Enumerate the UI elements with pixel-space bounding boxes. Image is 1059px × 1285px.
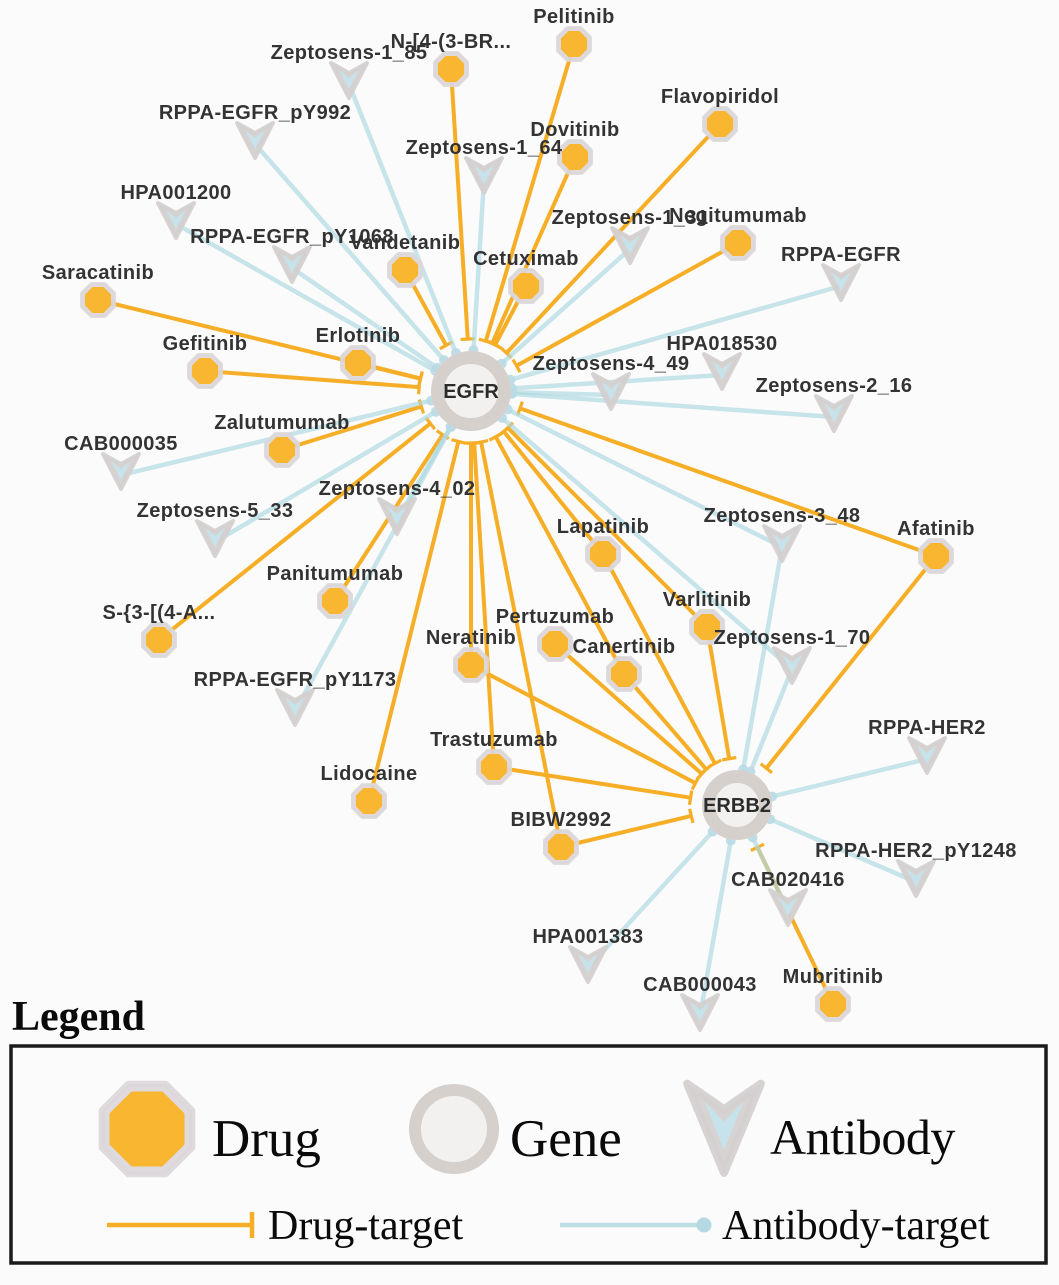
svg-text:Gefitinib: Gefitinib [163, 333, 248, 355]
svg-text:Erlotinib: Erlotinib [316, 325, 401, 347]
svg-text:Pelitinib: Pelitinib [533, 6, 614, 28]
svg-text:ERBB2: ERBB2 [703, 795, 771, 817]
svg-text:RPPA-EGFR_pY1173: RPPA-EGFR_pY1173 [194, 669, 397, 691]
svg-text:Antibody: Antibody [770, 1109, 955, 1165]
svg-text:Zeptosens-1_31: Zeptosens-1_31 [552, 207, 709, 229]
svg-text:RPPA-EGFR_pY1068: RPPA-EGFR_pY1068 [190, 226, 394, 248]
svg-text:Zeptosens-4_49: Zeptosens-4_49 [533, 353, 690, 375]
svg-text:CAB000043: CAB000043 [643, 974, 757, 996]
svg-text:Zeptosens-1_85: Zeptosens-1_85 [271, 42, 428, 64]
svg-text:S-{3-[(4-A...: S-{3-[(4-A... [103, 602, 216, 624]
svg-text:Zeptosens-4_02: Zeptosens-4_02 [319, 478, 476, 500]
svg-text:Saracatinib: Saracatinib [42, 262, 154, 284]
svg-text:Pertuzumab: Pertuzumab [496, 606, 614, 628]
svg-text:Dovitinib: Dovitinib [530, 119, 619, 141]
svg-text:Trastuzumab: Trastuzumab [430, 729, 558, 751]
svg-text:Mubritinib: Mubritinib [783, 966, 884, 988]
svg-text:CAB000035: CAB000035 [64, 433, 178, 455]
svg-text:Antibody-target: Antibody-target [722, 1203, 990, 1249]
svg-text:Vandetanib: Vandetanib [350, 232, 461, 254]
svg-text:Legend: Legend [12, 994, 145, 1040]
svg-text:Zalutumumab: Zalutumumab [214, 412, 350, 434]
svg-text:Zeptosens-1_70: Zeptosens-1_70 [714, 627, 871, 649]
svg-text:HPA001200: HPA001200 [120, 182, 231, 204]
svg-text:Zeptosens-5_33: Zeptosens-5_33 [137, 500, 294, 522]
svg-text:Drug-target: Drug-target [268, 1203, 463, 1249]
svg-text:Lidocaine: Lidocaine [321, 763, 418, 785]
svg-text:HPA001383: HPA001383 [532, 926, 643, 948]
svg-text:CAB020416: CAB020416 [731, 869, 845, 891]
svg-text:Canertinib: Canertinib [573, 636, 676, 658]
svg-text:Lapatinib: Lapatinib [557, 516, 650, 538]
svg-text:EGFR: EGFR [443, 381, 499, 403]
svg-text:RPPA-EGFR_pY992: RPPA-EGFR_pY992 [159, 102, 351, 124]
svg-text:RPPA-EGFR: RPPA-EGFR [781, 244, 901, 266]
svg-text:Zeptosens-1_64: Zeptosens-1_64 [406, 137, 563, 159]
svg-text:Zeptosens-2_16: Zeptosens-2_16 [756, 375, 913, 397]
svg-text:N-[4-(3-BR...: N-[4-(3-BR... [391, 31, 512, 53]
svg-text:BIBW2992: BIBW2992 [510, 809, 611, 831]
svg-text:Drug: Drug [212, 1110, 321, 1168]
svg-text:Afatinib: Afatinib [897, 518, 975, 540]
svg-text:Gene: Gene [510, 1110, 622, 1168]
svg-text:RPPA-HER2: RPPA-HER2 [868, 717, 986, 739]
svg-text:Neratinib: Neratinib [426, 627, 516, 649]
svg-text:HPA018530: HPA018530 [666, 333, 777, 355]
svg-text:Negitumumab: Negitumumab [669, 205, 807, 227]
svg-text:Cetuximab: Cetuximab [473, 248, 579, 270]
svg-text:Zeptosens-3_48: Zeptosens-3_48 [704, 505, 861, 527]
svg-text:RPPA-HER2_pY1248: RPPA-HER2_pY1248 [815, 840, 1017, 862]
svg-text:Varlitinib: Varlitinib [663, 589, 751, 611]
svg-text:Panitumumab: Panitumumab [267, 563, 404, 585]
svg-text:Flavopiridol: Flavopiridol [661, 86, 779, 108]
